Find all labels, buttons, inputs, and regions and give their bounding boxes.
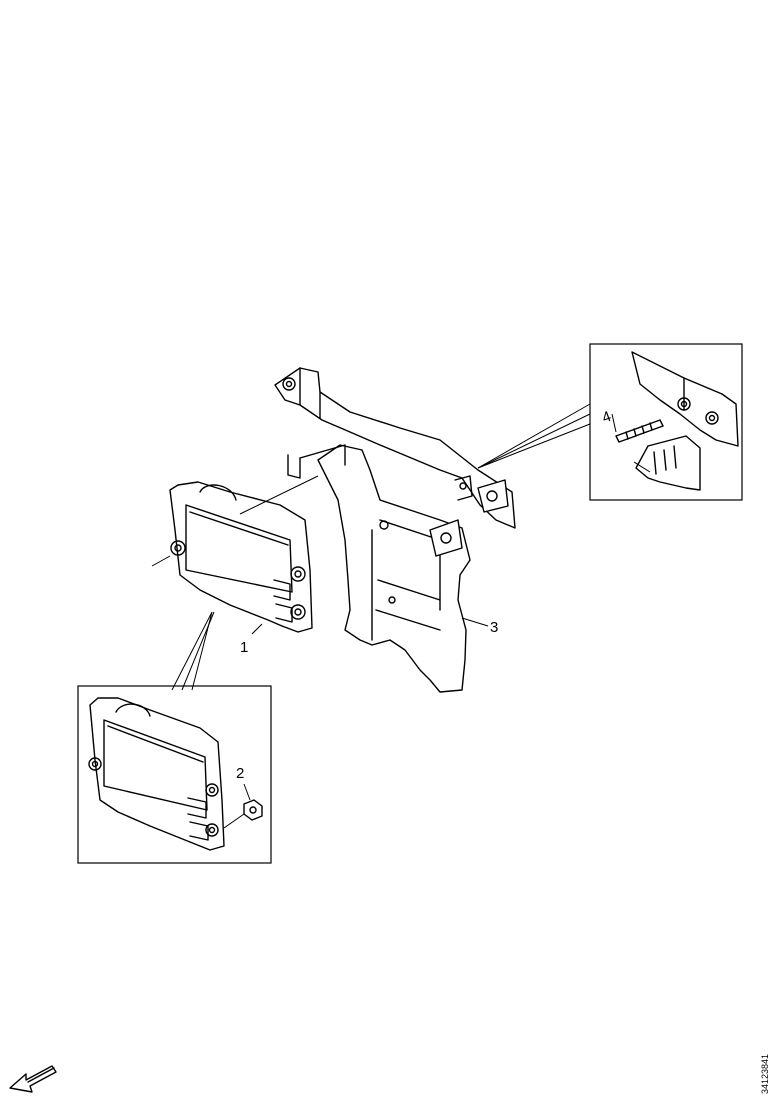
module-detail-inset: [77, 685, 272, 864]
callout-stud: 4: [600, 408, 614, 427]
callout-nut: 2: [236, 765, 244, 782]
detail-leader-lines: [171, 611, 215, 691]
inset-pointer: [477, 403, 591, 469]
control-module-part: [151, 475, 319, 635]
callout-bracket: 3: [490, 619, 498, 636]
nut-part: [243, 799, 263, 821]
stud-detail-inset: [589, 343, 743, 501]
front-direction-arrow-icon: [9, 1065, 57, 1093]
reference-code: 34123841: [760, 1054, 770, 1094]
callout-module: 1: [240, 639, 248, 656]
mounting-bracket-part: [274, 367, 516, 693]
stud-part: [615, 419, 664, 443]
